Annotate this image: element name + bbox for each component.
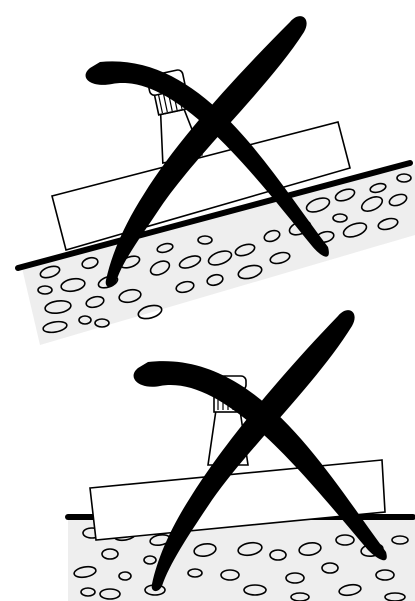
panel-sloped-surface	[15, 16, 415, 345]
cross-mark-icon	[85, 16, 329, 288]
cross-mark-icon	[133, 310, 387, 592]
gravel-stones-level	[73, 527, 409, 601]
panel-level-surface	[65, 310, 415, 601]
gravel-stones-sloped	[37, 173, 412, 334]
surface-line-sloped	[15, 160, 413, 271]
